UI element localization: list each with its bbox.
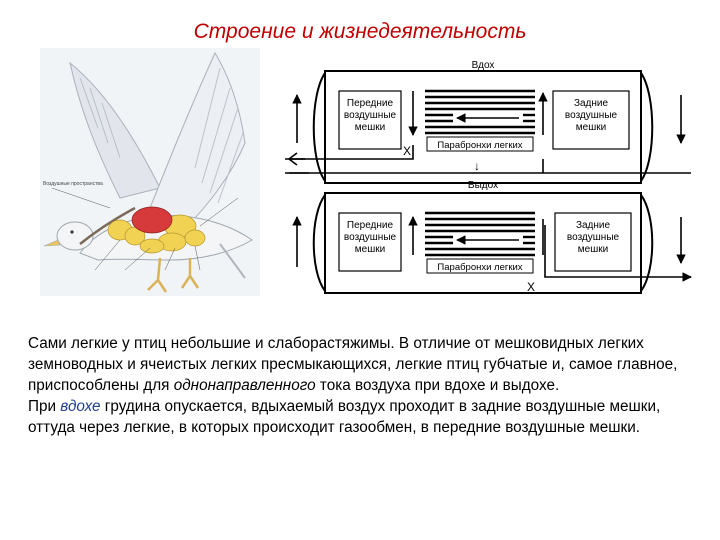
body-text: Сами легкие у птиц небольшие и слабораст… xyxy=(28,333,700,438)
trachea xyxy=(79,206,136,245)
beak xyxy=(43,239,61,247)
inhale-rear-line-3: мешки xyxy=(576,122,606,133)
exhale-valve-x: X xyxy=(527,280,535,294)
inhale-front-line-3: мешки xyxy=(355,122,385,133)
inhale-front-line-2: воздушные xyxy=(344,110,397,121)
bird-leg xyxy=(147,257,168,293)
airflow-diagram: Вдох Передние воздушные мешки Парабронхи… xyxy=(285,60,692,294)
inhale-front-line-1: Передние xyxy=(347,98,394,109)
exhale-rear-line-2: воздушные xyxy=(567,232,620,243)
exhale-front-line-2: воздушные xyxy=(344,232,397,243)
near-wing xyxy=(149,51,246,224)
bird-illustration: Воздушные пространства xyxy=(40,48,260,296)
bird-label-0: Воздушные пространства xyxy=(43,181,103,187)
inhale-panel: Вдох Передние воздушные мешки Парабронхи… xyxy=(285,60,691,184)
inhale-rear-line-2: воздушные xyxy=(565,110,618,121)
exhale-rear-line-3: мешки xyxy=(578,244,608,255)
emphasis-inhale: вдохе xyxy=(60,398,101,415)
page-title: Строение и жизнедеятельность xyxy=(193,20,527,43)
between-arrow: ↓ xyxy=(474,159,480,173)
inhale-label: Вдох xyxy=(472,60,495,71)
paragraph-1: Сами легкие у птиц небольшие и слабораст… xyxy=(28,335,678,394)
inhale-valve-x: X xyxy=(403,144,411,158)
lungs xyxy=(131,206,173,234)
paragraph-2: При вдохе грудина опускается, вдыхаемый … xyxy=(28,398,661,436)
air-sacs xyxy=(107,214,206,254)
exhale-rear-line-1: Задние xyxy=(576,220,611,231)
exhale-front-line-1: Передние xyxy=(347,220,394,231)
exhale-panel: Выдох Передние воздушные мешки Парабронх… xyxy=(292,180,692,294)
bird-head xyxy=(56,221,94,251)
exhale-label: Выдох xyxy=(468,180,498,191)
emphasis-unidirectional: однонаправленного xyxy=(173,377,316,394)
exhale-parabronchi-label: Парабронхи легких xyxy=(437,262,522,273)
inhale-rear-line-1: Задние xyxy=(574,98,609,109)
exhale-front-line-3: мешки xyxy=(355,244,385,255)
inhale-parabronchi-label: Парабронхи легких xyxy=(437,140,522,151)
